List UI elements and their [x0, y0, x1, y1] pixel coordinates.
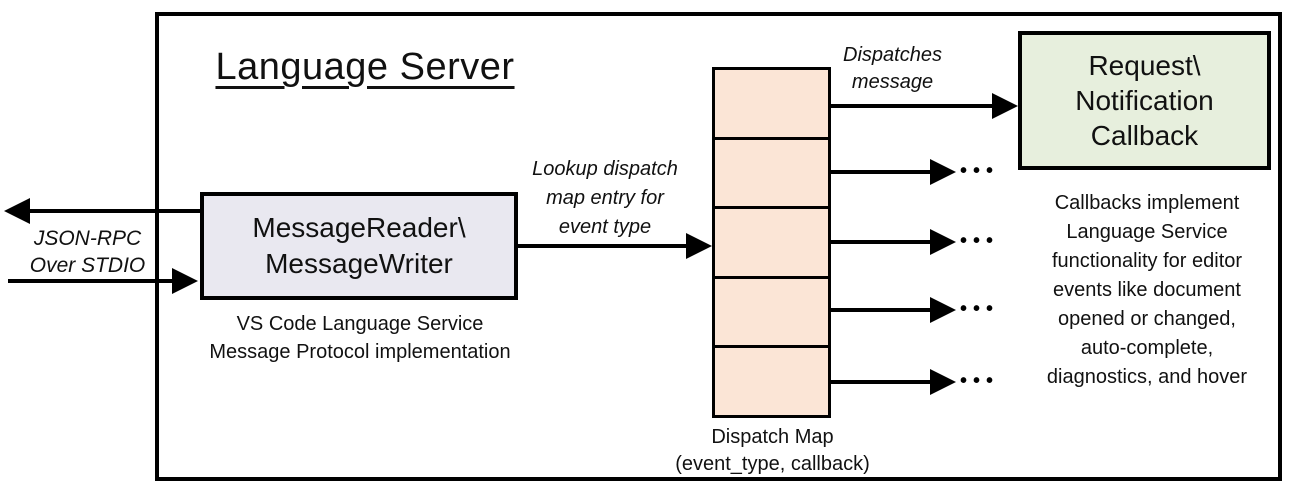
more-callbacks-ellipsis: ••• — [960, 370, 1000, 392]
arrow-stdio-in — [8, 268, 198, 294]
dispatch-map-cell-5 — [715, 345, 828, 415]
dispatch-map — [712, 67, 831, 418]
message-reader-writer-label: MessageReader\ MessageWriter — [252, 212, 466, 279]
more-callbacks-ellipsis: ••• — [960, 298, 1000, 320]
dispatch-map-caption: Dispatch Map (event_type, callback) — [675, 426, 870, 475]
dispatch-map-cell-1 — [715, 70, 828, 137]
arrow-stdio-out — [4, 198, 200, 224]
arrow-lookup — [518, 233, 712, 259]
dispatches-message-label: Dispatches message — [843, 44, 942, 93]
json-rpc-label: JSON-RPC Over STDIO — [29, 227, 146, 277]
request-notification-callback-label: Request\ Notification Callback — [1075, 50, 1214, 151]
lookup-dispatch-label: Lookup dispatch map entry for event type — [532, 158, 678, 238]
dispatch-map-cell-4 — [715, 275, 828, 346]
callbacks-note: Callbacks implement Language Service fun… — [1046, 192, 1248, 388]
more-callbacks-ellipsis: ••• — [960, 160, 1000, 182]
dispatch-map-cell-3 — [715, 206, 828, 276]
diagram-title: Language Server — [215, 46, 515, 88]
message-reader-writer-box: MessageReader\ MessageWriter — [200, 192, 518, 300]
message-reader-caption: VS Code Language Service Message Protoco… — [209, 313, 511, 363]
dispatch-map-cell-2 — [715, 136, 828, 207]
more-callbacks-ellipsis: ••• — [960, 230, 1000, 252]
request-notification-callback-box: Request\ Notification Callback — [1018, 31, 1271, 170]
